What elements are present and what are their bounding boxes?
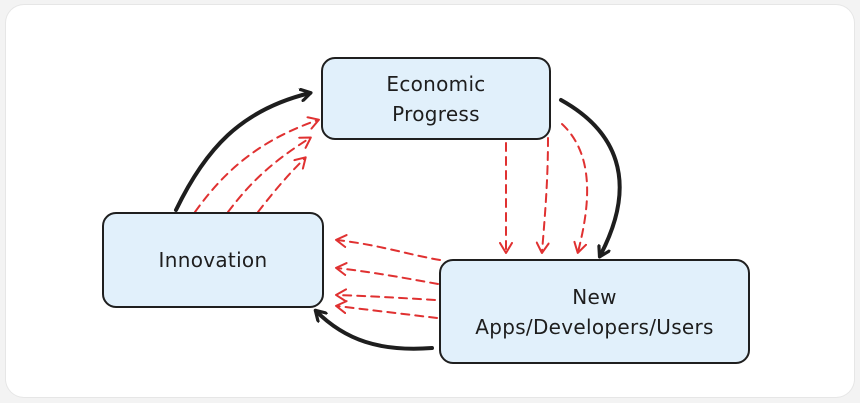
node-new-apps: New Apps/Developers/Users bbox=[439, 259, 750, 364]
node-label-line: Economic bbox=[386, 71, 486, 96]
dashed-arrow bbox=[335, 234, 441, 261]
dashed-arrow bbox=[535, 137, 550, 254]
dashed-arrow bbox=[257, 156, 307, 213]
dashed-arrow bbox=[335, 288, 436, 303]
node-new-apps-label: New Apps/Developers/Users bbox=[475, 282, 714, 342]
node-label-line: New bbox=[572, 284, 617, 309]
node-economic-progress-label: Economic Progress bbox=[386, 69, 485, 129]
node-label-line: Apps/Developers/Users bbox=[475, 314, 714, 339]
dashed-arrows-innovation-to-progress bbox=[194, 116, 320, 213]
node-economic-progress: Economic Progress bbox=[321, 57, 551, 140]
dashed-arrow bbox=[194, 116, 320, 213]
dashed-arrow bbox=[335, 300, 438, 319]
arrow-new-apps-to-innovation bbox=[316, 311, 434, 351]
dashed-arrows-new-apps-to-innovation bbox=[335, 234, 441, 319]
dashed-arrows-progress-to-new-apps bbox=[499, 123, 589, 254]
dashed-arrow bbox=[227, 136, 312, 213]
node-label-line: Progress bbox=[392, 101, 480, 126]
node-innovation: Innovation bbox=[102, 212, 324, 308]
dashed-arrow bbox=[561, 123, 589, 254]
arrow-innovation-to-economic-progress bbox=[174, 93, 310, 212]
dashed-arrow bbox=[335, 262, 439, 285]
arrow-economic-progress-to-new-apps bbox=[559, 98, 622, 256]
node-innovation-label: Innovation bbox=[158, 248, 268, 272]
